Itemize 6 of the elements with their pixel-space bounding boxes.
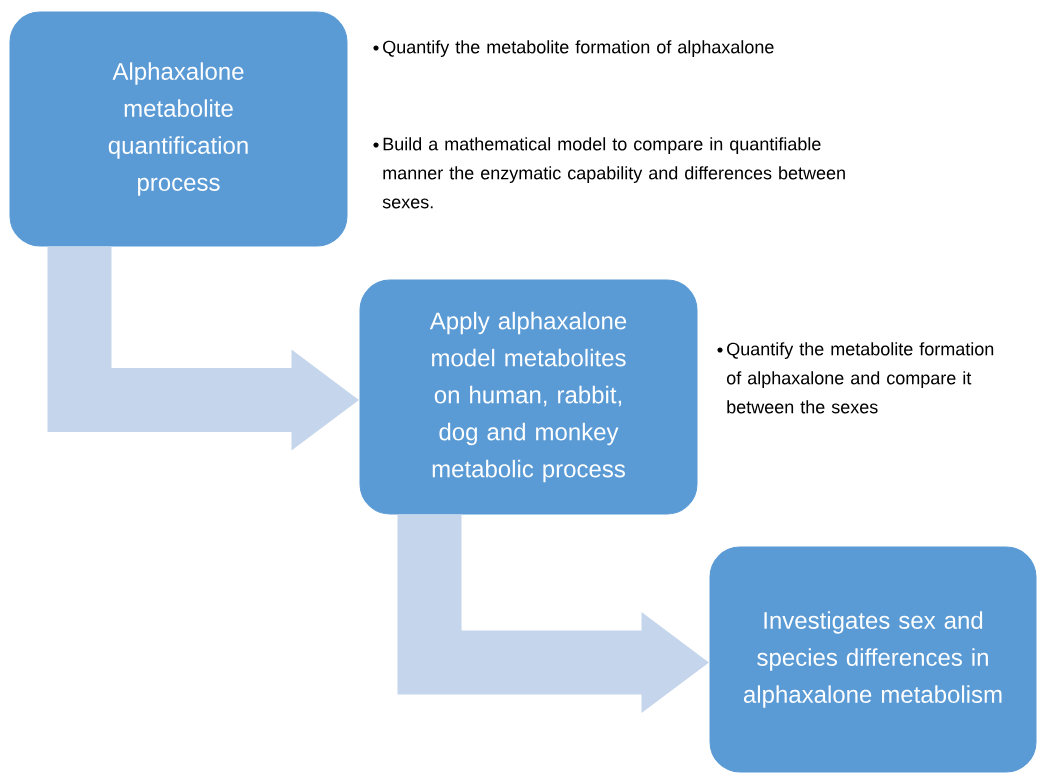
bullet-text: Quantify the metabolite formation of alphaxalone [383, 40, 774, 57]
process-box: Apply alphaxalone model metabolites on human, rabbit, dog and monkey metabolic process [359, 279, 698, 515]
process-box: Alphaxalone metabolite quantification process [9, 11, 348, 247]
bullet-text: Quantify the metabolite formation of alphaxalone and compare it between the sexes [726, 342, 994, 414]
process-box: Investigates sex and species differences in alphaxalone metabolism [709, 546, 1037, 773]
bullet-text: Build a mathematical model to compare in quantifiable manner the enzymatic capability and differences between sexes. [382, 137, 845, 209]
